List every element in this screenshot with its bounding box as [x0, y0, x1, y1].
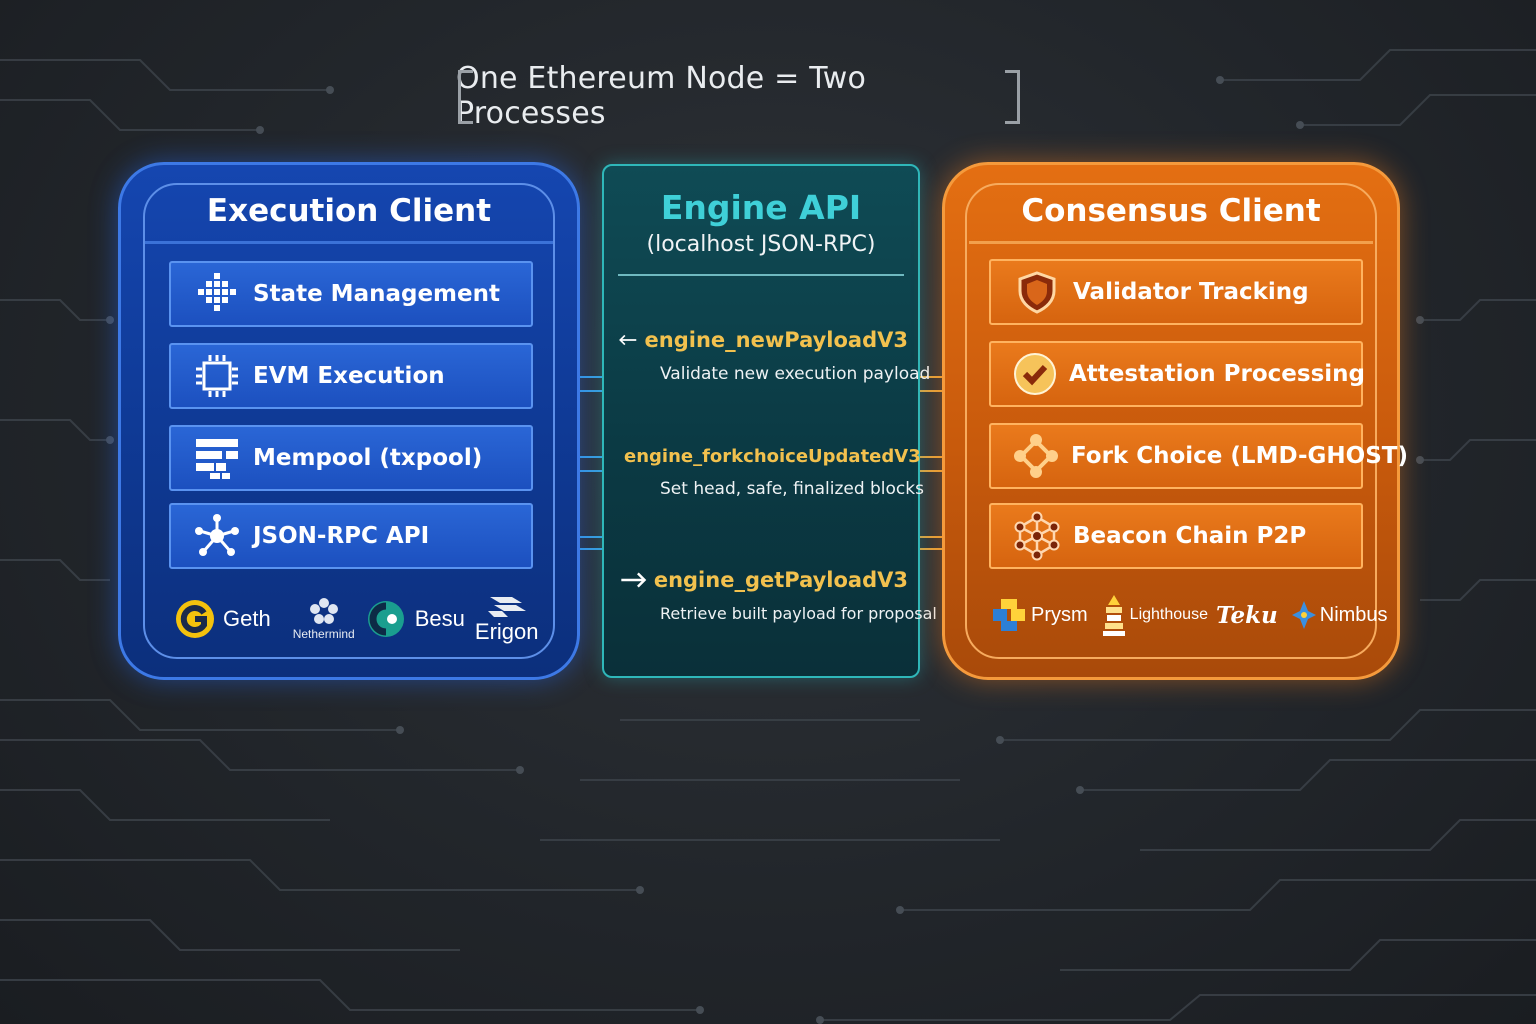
method-new-payload-desc: Validate new execution payload — [660, 364, 931, 384]
mempool-label: Mempool (txpool) — [253, 445, 483, 471]
method-get-payload: engine_getPayloadV3 Retrieve built paylo… — [618, 568, 937, 623]
validator-tracking-label: Validator Tracking — [1073, 279, 1309, 305]
nimbus-logo: Nimbus — [1290, 599, 1388, 631]
left-bracket — [458, 70, 473, 124]
beacon-chain-p2p-label: Beacon Chain P2P — [1073, 523, 1307, 549]
evm-execution-module: EVM Execution — [169, 343, 533, 409]
nimbus-label: Nimbus — [1319, 603, 1388, 626]
prysm-label: Prysm — [1031, 603, 1088, 626]
consensus-client-inner-border — [965, 183, 1377, 659]
nethermind-logo: Nethermind — [293, 597, 355, 641]
nethermind-label: Nethermind — [292, 627, 355, 641]
state-management-label: State Management — [253, 281, 500, 307]
right-bracket — [1005, 70, 1020, 124]
method-forkchoice-updated-desc: Set head, safe, finalized blocks — [660, 479, 924, 499]
execution-clients-row: Geth Nethermind Besu — [173, 593, 538, 645]
attestation-processing-module: Attestation Processing — [989, 341, 1365, 407]
execution-title-divider — [145, 241, 553, 244]
json-rpc-api-label: JSON-RPC API — [253, 523, 430, 549]
method-forkchoice-updated: engine_forkchoiceUpdatedV3 Set head, saf… — [618, 446, 924, 499]
diagram-title: One Ethereum Node = Two Processes — [456, 61, 867, 131]
besu-label: Besu — [414, 606, 465, 631]
erigon-icon — [487, 597, 526, 617]
prysm-logo: Prysm — [991, 597, 1088, 633]
consensus-title-divider — [969, 241, 1373, 244]
erigon-label: Erigon — [474, 619, 539, 644]
validator-tracking-module: Validator Tracking — [989, 259, 1363, 325]
fork-nodes-icon — [1011, 430, 1061, 482]
execution-client-title: Execution Client — [206, 193, 492, 229]
consensus-clients-row: Prysm Lighthouse Teku Nimbus — [991, 593, 1388, 637]
consensus-client-title: Consensus Client — [1021, 193, 1321, 229]
geth-label: Geth — [223, 606, 271, 631]
teku-logo: Teku — [1216, 602, 1278, 629]
engine-api-divider — [618, 274, 904, 276]
engine-api-subtitle: (localhost JSON-RPC) — [646, 232, 876, 257]
geth-logo: Geth — [173, 597, 271, 641]
mempool-module: Mempool (txpool) — [169, 425, 533, 491]
method-new-payload-name: engine_newPayloadV3 — [644, 328, 908, 352]
besu-logo: Besu — [365, 598, 465, 640]
state-management-module: State Management — [169, 261, 533, 327]
nimbus-icon — [1291, 601, 1316, 629]
json-rpc-api-module: JSON-RPC API — [169, 503, 533, 569]
nethermind-icon — [309, 598, 338, 624]
consensus-client-panel: Consensus Client Validator Tracking Atte… — [942, 162, 1408, 680]
besu-icon — [367, 601, 404, 637]
fork-choice-label: Fork Choice (LMD-GHOST) — [1071, 443, 1408, 469]
execution-client-inner-border — [143, 183, 555, 659]
engine-api-title: Engine API — [660, 188, 862, 227]
method-get-payload-name: engine_getPayloadV3 — [653, 568, 908, 592]
method-forkchoice-updated-name: engine_forkchoiceUpdatedV3 — [624, 446, 921, 467]
check-circle-icon — [1011, 348, 1059, 400]
shield-icon — [1011, 266, 1063, 318]
queue-icon — [191, 432, 243, 484]
arrow-right-icon — [621, 572, 647, 588]
execution-client-panel: Execution Client State Management — [118, 162, 580, 680]
lighthouse-icon — [1102, 595, 1125, 636]
fork-choice-module: Fork Choice (LMD-GHOST) — [989, 423, 1408, 489]
erigon-logo: Erigon — [474, 593, 539, 645]
diagram-title-box: One Ethereum Node = Two Processes — [456, 61, 1022, 131]
prysm-icon — [993, 599, 1025, 631]
attestation-processing-label: Attestation Processing — [1069, 361, 1365, 387]
arrow-left-icon — [619, 334, 637, 346]
p2p-mesh-icon — [1011, 510, 1063, 562]
method-get-payload-desc: Retrieve built payload for proposal — [660, 604, 937, 623]
lighthouse-label: Lighthouse — [1129, 606, 1208, 623]
beacon-chain-p2p-module: Beacon Chain P2P — [989, 503, 1363, 569]
geth-icon — [176, 600, 214, 638]
method-new-payload: engine_newPayloadV3 Validate new executi… — [618, 328, 931, 384]
lighthouse-logo: Lighthouse — [1100, 593, 1208, 637]
engine-api-panel: Engine API (localhost JSON-RPC) engine_n… — [602, 164, 937, 678]
evm-execution-label: EVM Execution — [253, 363, 445, 389]
teku-label: Teku — [1215, 601, 1278, 629]
grid-dots-icon — [191, 268, 243, 320]
chip-icon — [191, 350, 243, 402]
network-hub-icon — [191, 510, 243, 562]
